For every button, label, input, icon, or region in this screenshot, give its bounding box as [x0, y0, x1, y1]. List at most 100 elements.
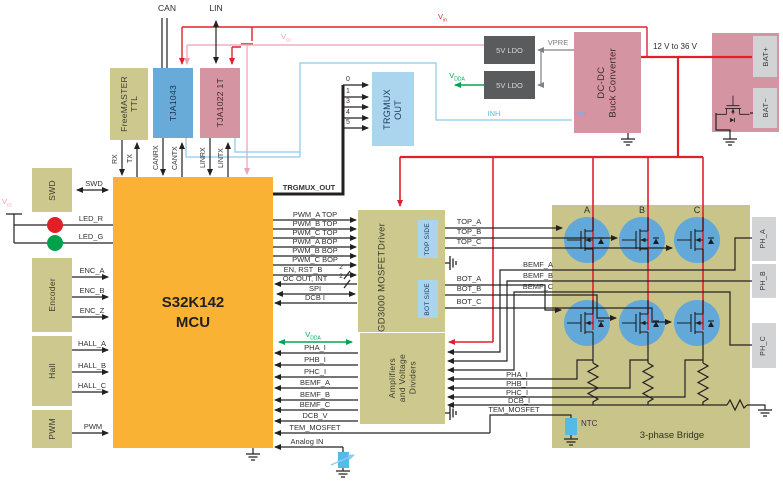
pha-i-wire-label: PHA_I: [506, 370, 528, 379]
bat-minus-terminal: BAT−: [753, 88, 777, 128]
top-c-label: TOP_C: [456, 237, 482, 246]
ldo2-block: 5V LDO: [484, 71, 535, 99]
vdda-ldo-label: VDDA: [449, 71, 465, 83]
top-a-label: TOP_A: [456, 217, 482, 226]
swd-block: SWD: [32, 168, 72, 212]
led-r-signal-label: LED_R: [78, 214, 104, 223]
trgmux-in-3: 3: [346, 98, 350, 105]
phase-c-terminal: PH_C: [752, 323, 776, 368]
phase-b-letter: B: [638, 205, 645, 215]
phb-i-label: PHB_I: [304, 355, 326, 364]
bus-width-2a: 2: [339, 264, 343, 271]
trgmux-in-5: 5: [346, 119, 350, 126]
pwm-a-top-label: PWM_A TOP: [292, 210, 338, 219]
ldo1-label: 5V LDO: [496, 45, 523, 55]
analog-in-label: Analog IN: [290, 437, 324, 446]
vcc-top-label: Vcc: [281, 32, 292, 44]
enc-b-label: ENC_B: [79, 286, 105, 295]
trgmux-in-0: 0: [346, 76, 350, 83]
dcb-i-wire-label: DCB_I: [507, 396, 531, 405]
phase-a-terminal: PH_A: [752, 217, 776, 261]
bat-plus-terminal: BAT+: [753, 36, 777, 77]
bot-a-label: BOT_A: [456, 274, 482, 283]
lin-transceiver-block: TJA1022 1T: [200, 68, 240, 138]
led-red-indicator: [47, 217, 63, 233]
hall-block: Hall: [32, 336, 72, 406]
pwm-b-bop-label: PWM_B BOP: [292, 246, 338, 255]
en-rst-label: EN, RST_B: [283, 265, 323, 274]
enc-a-label: ENC_A: [79, 266, 105, 275]
lintx-pin-label: LINTX: [218, 148, 225, 168]
enc-z-label: ENC_Z: [79, 306, 105, 315]
top-side-sub-block: TOP SIDE: [418, 220, 438, 258]
bemf-a-label: BEMF_A: [299, 378, 330, 387]
dcb-v-label: DCB_V: [302, 411, 328, 420]
oc-out-int-label: OC OUT, INT: [282, 274, 328, 283]
black-signal-wires: [6, 18, 766, 471]
can-connector-label: CAN: [158, 3, 176, 13]
reverse-battery-mosfet: [716, 95, 750, 123]
encoder-block: Encoder: [32, 258, 72, 332]
mcu-type: MCU: [175, 313, 211, 331]
blue-inh-wires: [185, 62, 572, 466]
pwm-a-bop-label: PWM_A BOP: [292, 237, 338, 246]
spi-label: SPI: [308, 284, 322, 293]
trgmux-in-1: 1: [346, 88, 350, 95]
trgmux-out-signal-label: TRGMUX_OUT: [282, 183, 336, 192]
top-b-label: TOP_B: [456, 227, 482, 236]
voltage-range-label: 12 V to 36 V: [652, 42, 698, 51]
ntc-thermistor: [565, 418, 577, 435]
mcu-name: S32K142: [161, 294, 225, 311]
dcb-i-label: DCB I: [304, 293, 325, 302]
pwm-signal-label: PWM: [83, 422, 103, 431]
phb-i-wire-label: PHB_I: [506, 379, 528, 388]
pwm-c-bop-label: PWM_C BOP: [292, 255, 338, 264]
bridge-caption: 3-phase Bridge: [639, 430, 705, 441]
phase-b-terminal: PH_B: [752, 264, 776, 298]
led-green-indicator: [47, 235, 63, 251]
pha-i-label: PHA_I: [304, 343, 326, 352]
tem-mosfet-wire-label: TEM_MOSFET: [488, 405, 540, 414]
cantx-pin-label: CANTX: [172, 146, 179, 170]
vcc-left-label: Vcc: [2, 197, 13, 209]
tem-mosfet-label: TEM_MOSFET: [289, 423, 341, 432]
bemf-c-wire-label: BEMF_C: [522, 282, 554, 291]
green-vdda-wires: [278, 82, 484, 345]
bemf-b-label: BEMF_B: [299, 390, 330, 399]
vpre-label: VPRE: [547, 38, 569, 47]
mcu-block: S32K142 MCU: [113, 177, 273, 448]
bemf-b-wire-label: BEMF_B: [522, 271, 553, 280]
trgmux-in-4: 4: [346, 109, 350, 116]
bemf-a-wire-label: BEMF_A: [522, 260, 553, 269]
hall-b-label: HALL_B: [78, 361, 106, 370]
ldo1-block: 5V LDO: [484, 36, 535, 64]
phc-i-wire-label: PHC_I: [505, 388, 529, 397]
rx-pin-label: RX: [112, 154, 119, 164]
phc-i-label: PHC_I: [303, 367, 327, 376]
can-transceiver-block: TJA1043: [153, 68, 193, 138]
bemf-c-label: BEMF_C: [299, 400, 331, 409]
linrx-pin-label: LINRX: [200, 147, 207, 169]
vdda-mcu-label: VDDA: [305, 330, 321, 342]
bus-width-2b: 2: [339, 273, 343, 280]
pwm-b-top-label: PWM_B TOP: [292, 219, 338, 228]
phase-c-letter: C: [693, 205, 701, 215]
hall-a-label: HALL_A: [78, 339, 106, 348]
swd-signal-label: SWD: [85, 179, 103, 188]
ntc-label: NTC: [581, 419, 598, 428]
phase-a-letter: A: [583, 205, 590, 215]
bot-b-label: BOT_B: [456, 284, 482, 293]
tx-pin-label: TX: [127, 154, 134, 164]
inh-pin-label: INH: [575, 111, 587, 118]
pink-vcc-wires: [184, 44, 484, 175]
pwm-c-top-label: PWM_C TOP: [292, 228, 338, 237]
gray-vpre-wires: [537, 47, 574, 88]
bot-side-sub-block: BOT SIDE: [418, 280, 438, 318]
